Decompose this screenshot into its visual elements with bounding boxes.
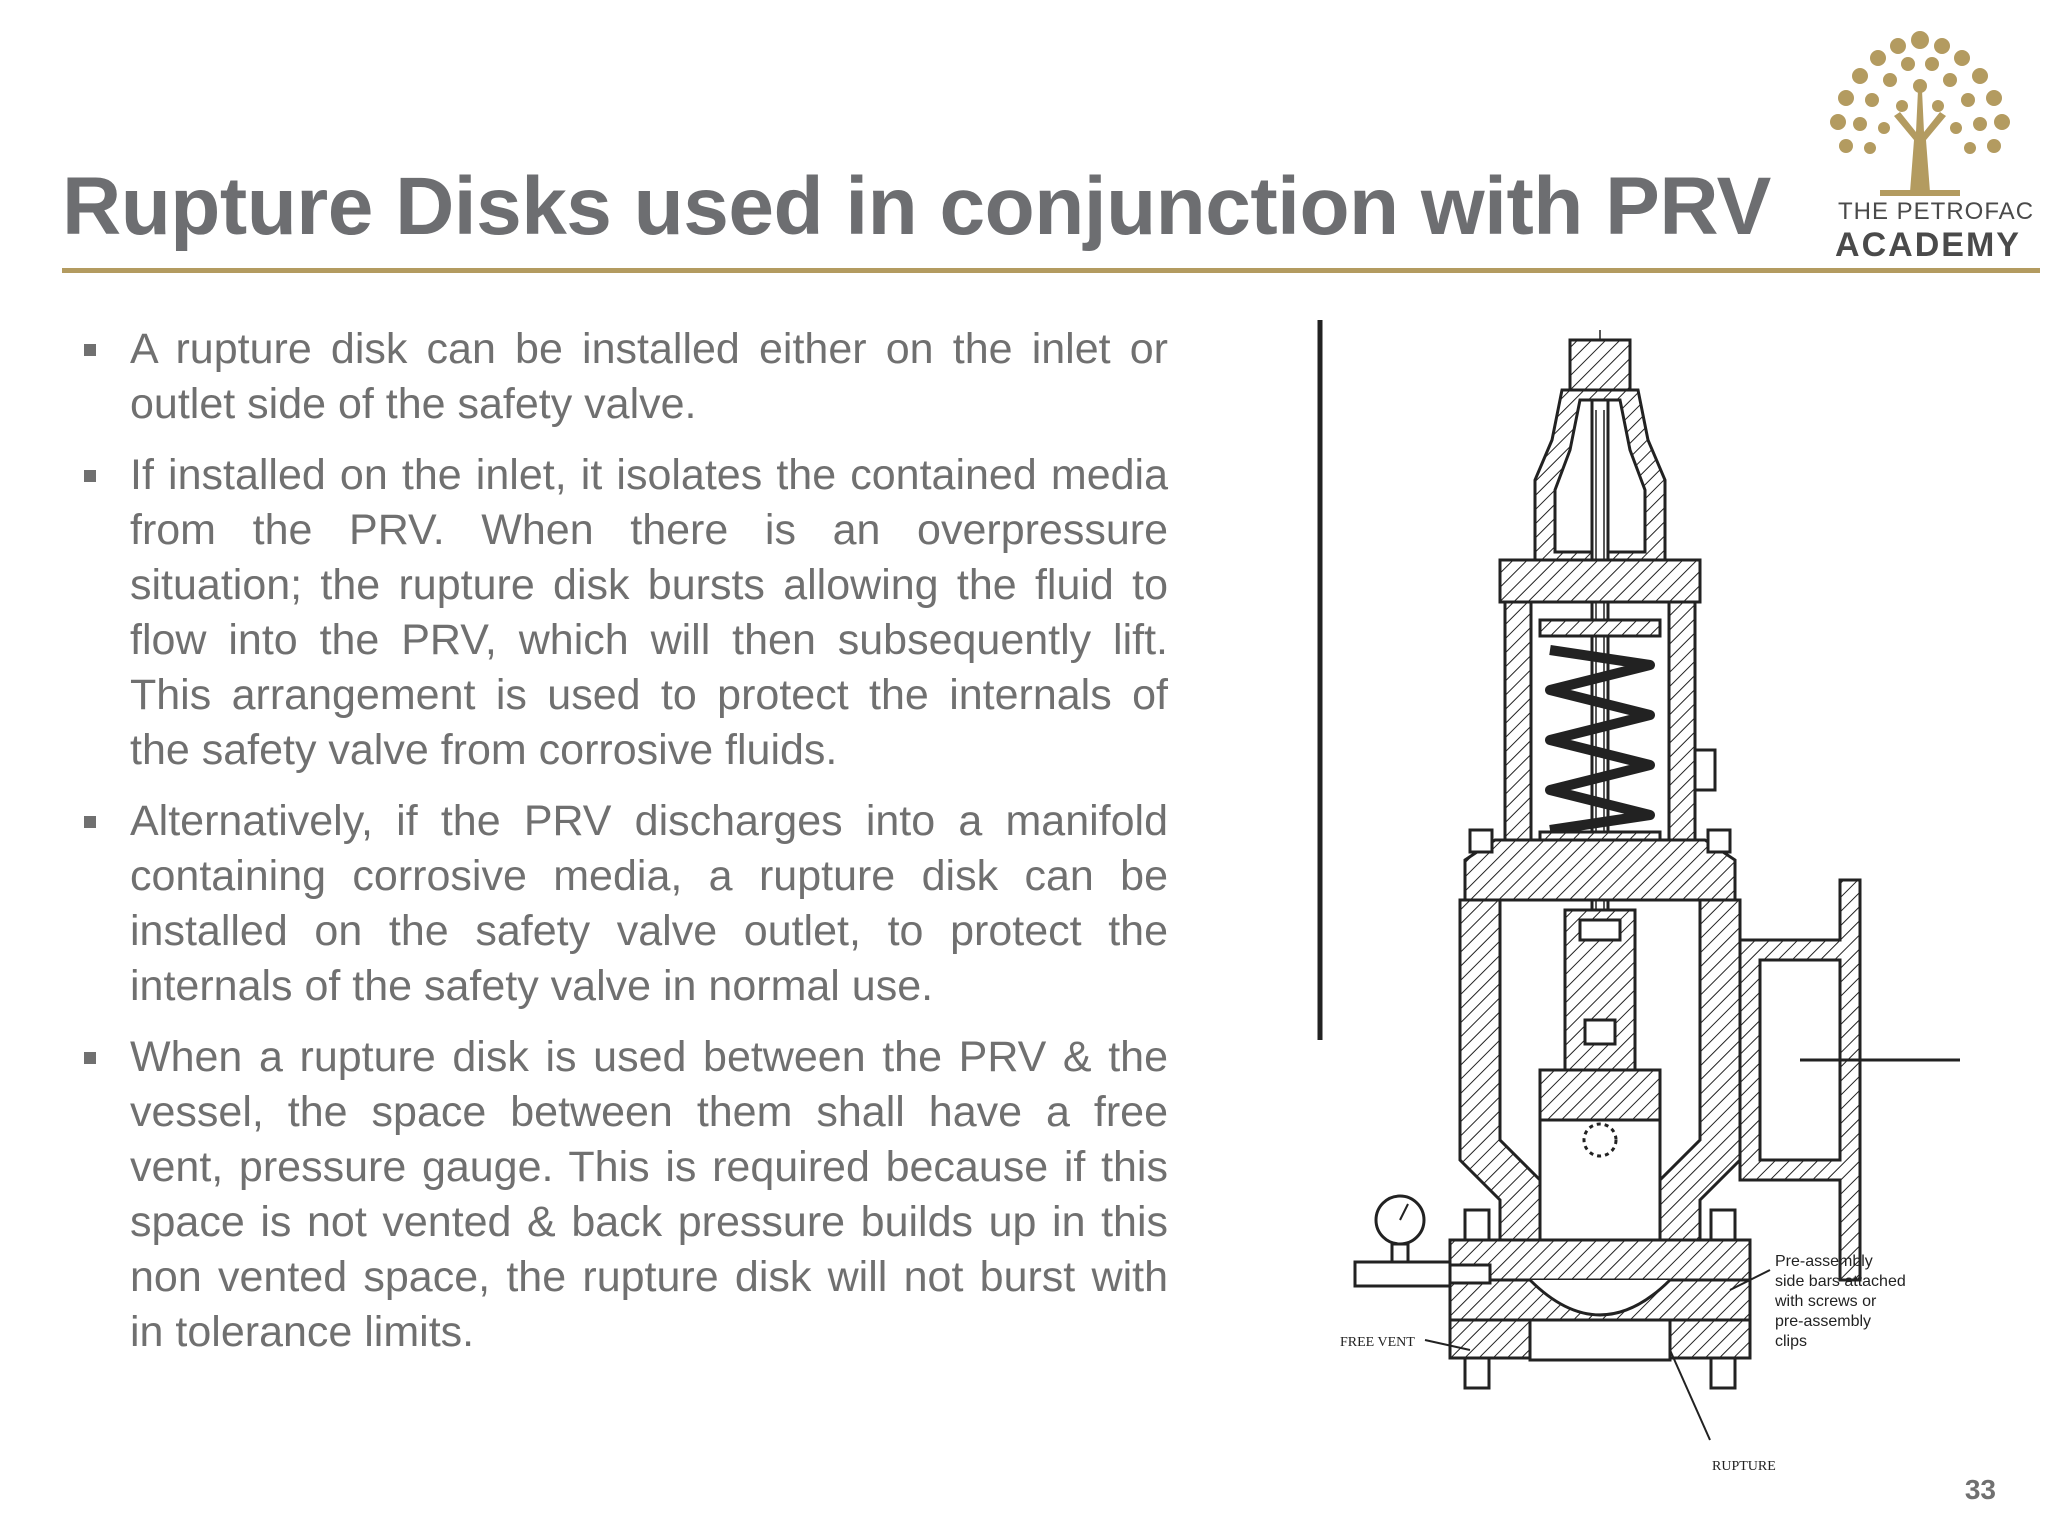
rupture-label: RUPTURE [1712, 1459, 1776, 1474]
callout-text: clips [1775, 1333, 1807, 1350]
bullet-item: If installed on the inlet, it isolates t… [80, 448, 1168, 778]
bullet-item: When a rupture disk is used between the … [80, 1030, 1168, 1360]
logo-text-academy: ACADEMY [1835, 226, 2021, 264]
bullet-item: Alternatively, if the PRV discharges int… [80, 794, 1168, 1014]
prv-rupture-disk-diagram: FREE VENT RUPTURE Pre-assembly side bars… [1317, 320, 1960, 1474]
callout-text: with screws or [1774, 1293, 1877, 1310]
page-number: 33 [1964, 1474, 1996, 1505]
square-bullet-icon [84, 816, 96, 828]
title-divider [62, 268, 2040, 273]
petrofac-academy-logo [1830, 31, 2010, 196]
free-vent-label: FREE VENT [1340, 1335, 1415, 1350]
slide-title: Rupture Disks used in conjunction with P… [62, 161, 1771, 252]
bullet-text: A rupture disk can be installed either o… [130, 325, 1168, 428]
bullet-item: A rupture disk can be installed either o… [80, 322, 1168, 432]
bullet-text: Alternatively, if the PRV discharges int… [130, 797, 1168, 1010]
callout-text: side bars attached [1775, 1273, 1906, 1290]
bullet-text: When a rupture disk is used between the … [130, 1033, 1168, 1356]
bullet-list: A rupture disk can be installed either o… [80, 322, 1168, 1376]
logo-text-the-petrofac: THE PETROFAC [1838, 198, 2035, 225]
callout-text: pre-assembly [1775, 1313, 1871, 1330]
square-bullet-icon [84, 470, 96, 482]
square-bullet-icon [84, 1052, 96, 1064]
square-bullet-icon [84, 344, 96, 356]
bullet-text: If installed on the inlet, it isolates t… [130, 451, 1168, 774]
callout-text: Pre-assembly [1775, 1253, 1873, 1270]
